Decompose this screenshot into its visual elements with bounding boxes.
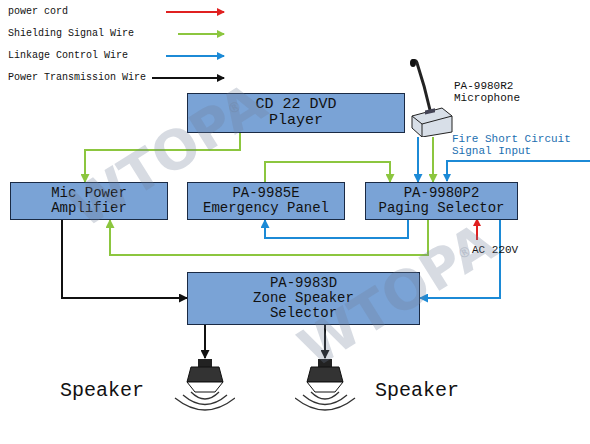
speaker-label: Speaker [60, 380, 144, 402]
device-label: PA-9980P2 Paging Selector [377, 186, 507, 216]
legend-sample [166, 11, 224, 13]
legend-text: Power Transmission Wire [8, 72, 146, 84]
wire [265, 220, 408, 238]
legend-sample [178, 33, 224, 35]
wire [265, 162, 390, 182]
microphone-label: PA-9980R2 Microphone [454, 80, 524, 104]
fire-signal-wire [447, 161, 590, 181]
speaker: Speaker [60, 358, 235, 430]
legend-sample [166, 55, 224, 57]
microphone: PA-9980R2 Microphone [408, 58, 523, 137]
device-label: PA-9985E Emergency Panel [201, 186, 331, 216]
legend-text: power cord [8, 6, 68, 18]
wire [204, 325, 206, 358]
legend-text: Linkage Control Wire [8, 50, 128, 62]
wire [417, 137, 419, 182]
wire [110, 220, 428, 255]
legend-sample [152, 77, 224, 79]
legend-text: Shielding Signal Wire [8, 28, 134, 40]
speaker-label: Speaker [375, 380, 459, 402]
device-box: PA-9985E Emergency Panel [187, 182, 345, 220]
signal-label: Fire Short Circuit Signal Input [452, 133, 577, 157]
wire [432, 137, 434, 182]
wire [62, 220, 187, 298]
device-box: PA-9980P2 Paging Selector [365, 182, 518, 220]
